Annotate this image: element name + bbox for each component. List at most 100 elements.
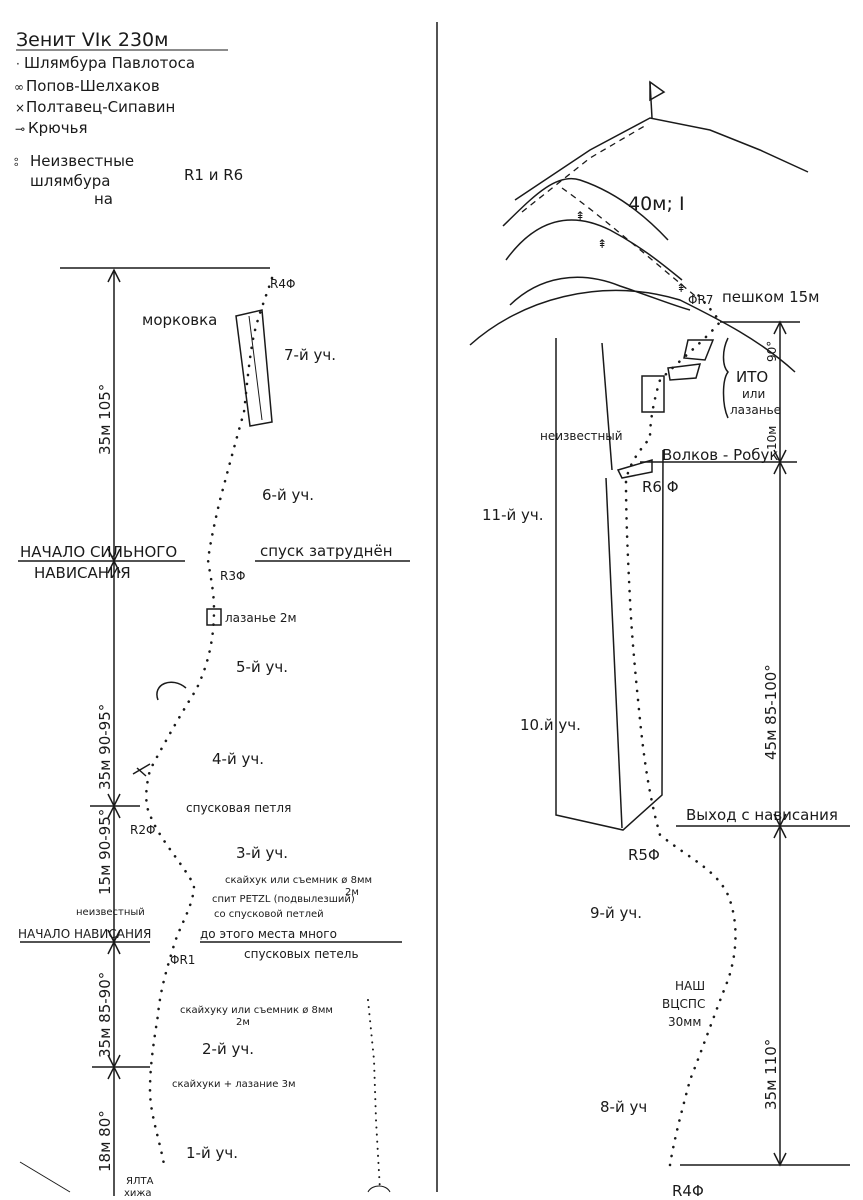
legend-unknown-line3: на (94, 190, 113, 208)
belay-r2-left: R2Φ (130, 823, 155, 837)
ito-brace (722, 337, 729, 419)
label-many-loops-2: спусковых петель (244, 947, 359, 961)
label-volkov: Волков - Робук (662, 446, 779, 464)
right-route-line (624, 288, 737, 1167)
legend-unknown-refs: R1 и R6 (184, 166, 243, 184)
label-ito-1: ИТО (736, 368, 768, 386)
contour-1 (502, 177, 669, 241)
legend-popov-label: Попов-Шелхаков (26, 77, 160, 95)
label-start-strong-2: НАВИСАНИЯ (34, 564, 131, 582)
wall-outline (555, 338, 664, 831)
overhang-arc (156, 681, 187, 701)
label-descent-hard: спуск затруднён (260, 542, 393, 560)
legend-pitons-label: Крючья (28, 119, 88, 137)
label-walk: пешком 15м (722, 288, 820, 306)
left-route-line (144, 276, 274, 1172)
summit-path (561, 187, 701, 301)
legend-marker-pitons: ⊸ (15, 122, 25, 136)
legend-title: Зенит VIк 230м (16, 29, 168, 51)
dimension-arrows-left (107, 268, 121, 1080)
label-skyhooks-lazanie: скайхуки + лазание 3м (172, 1079, 296, 1090)
label-nash-2: ВЦСПС (662, 997, 705, 1011)
legend-marker-bolt: · (16, 57, 20, 71)
ledge-r6 (616, 458, 653, 479)
dimension-right-angle: 90° (765, 341, 779, 362)
legend-poltavets-label: Полтавец-Сипавин (26, 98, 175, 116)
legend-marker-unknown: ⦂ (14, 152, 19, 170)
contour-2 (505, 219, 683, 281)
right-topo: ⇞ ⇞ ⇞ 90° 10м 45м 85-100° 35м 1 (469, 80, 850, 1200)
belay-r3-left: R3Φ (220, 569, 245, 583)
legend-marker-poltavets: × (15, 101, 25, 115)
dimension-arrows-right (773, 320, 787, 1167)
tree-icon-2: ⇞ (597, 237, 607, 251)
label-exit-overhang: Выход с нависания (686, 806, 838, 824)
pitch-6-label: 6-й уч. (262, 486, 314, 504)
belay-r4-left: R4Φ (270, 277, 295, 291)
dimension-pitch-6-7: 35м 105° (96, 384, 114, 455)
dimension-pitch-1: 18м 80° (96, 1110, 114, 1172)
other-route-line (367, 999, 381, 1191)
label-skyhooks-line2: 2м (236, 1017, 250, 1028)
block-1 (683, 339, 715, 361)
pitch-1-label: 1-й уч. (186, 1144, 238, 1162)
pitch-9-label: 9-й уч. (590, 904, 642, 922)
label-nash-3: 30мм (668, 1015, 701, 1029)
label-skyhook-line1: скайхук или съемник ø 8мм (225, 875, 372, 886)
pitch-2-label: 2-й уч. (202, 1040, 254, 1058)
pitch-5-label: 5-й уч. (236, 658, 288, 676)
belay-r5: R5Φ (628, 846, 660, 864)
contour-3 (509, 276, 691, 311)
dimension-pitch-10-11: 45м 85-100° (762, 664, 780, 760)
label-start-strong-1: НАЧАЛО СИЛЬНОГО (20, 543, 177, 561)
belay-r6: R6 Φ (642, 478, 679, 496)
lazanie-box (206, 608, 222, 626)
block-2 (667, 363, 702, 381)
tree-icon-1: ⇞ (575, 209, 585, 223)
label-morkovka: морковка (142, 311, 217, 329)
label-lazanie-2m: лазанье 2м (225, 611, 297, 625)
label-skyhook-line2: 2м (345, 887, 359, 898)
dimension-pitch-2: 35м 85-90° (96, 972, 114, 1058)
carrot-crack (235, 309, 273, 427)
pitch-10-label: 10.й уч. (520, 716, 581, 734)
belay-r7: ΦR7 (688, 293, 713, 307)
dimension-pitch-3: 15м 90-95° (96, 809, 114, 895)
dimension-pitch-8-9: 35м 110° (762, 1039, 780, 1110)
label-summit-pitch: 40м; I (628, 193, 685, 215)
label-start-overhang: НАЧАЛО НАВИСАНИЯ (18, 927, 151, 941)
legend-unknown-line2: шлямбура (30, 172, 111, 190)
legend-marker-popov: ∞ (14, 80, 24, 94)
belay-r1-left: ΦR1 (170, 953, 195, 967)
label-ito-2: или (742, 387, 765, 401)
contour-4 (469, 289, 796, 373)
summit-ridge (514, 117, 809, 201)
pitch-4-label: 4-й уч. (212, 750, 264, 768)
label-unknown-right: неизвестный (540, 429, 623, 443)
piton-mark (132, 763, 151, 777)
label-bottom-cut-2: хижа (124, 1188, 152, 1199)
wall-edge-lower (605, 477, 623, 829)
label-nash-1: НАШ (675, 979, 705, 993)
pitch-3-label: 3-й уч. (236, 844, 288, 862)
dimension-right-10m: 10м (765, 426, 779, 450)
dimension-pitch-4-5: 35м 90-95° (96, 704, 114, 790)
legend: Зенит VIк 230м · Шлямбура Павлотоса ∞ По… (14, 29, 243, 208)
pitch-7-label: 7-й уч. (284, 346, 336, 364)
wall-edge-upper (601, 342, 613, 471)
label-descent-loop: спусковая петля (186, 801, 291, 815)
label-skyhooks-line1: скайхуку или съемник ø 8мм (180, 1005, 333, 1016)
label-petzl-line1: спит PETZL (подвылезший) (212, 894, 355, 905)
label-unknown-left: неизвестный (76, 907, 145, 918)
legend-unknown-line1: Неизвестные (30, 152, 134, 170)
label-petzl-line2: со спусковой петлей (214, 909, 324, 920)
label-many-loops-1: до этого места много (200, 927, 337, 941)
label-bottom-cut-1: ЯЛТА (126, 1176, 154, 1187)
ground-arc (367, 1185, 391, 1193)
pitch-8-label: 8-й уч (600, 1098, 647, 1116)
ground-stroke (19, 1161, 71, 1193)
label-ito-3: лазанье (730, 403, 781, 417)
summit-flag (649, 80, 666, 102)
block-3 (641, 375, 665, 413)
